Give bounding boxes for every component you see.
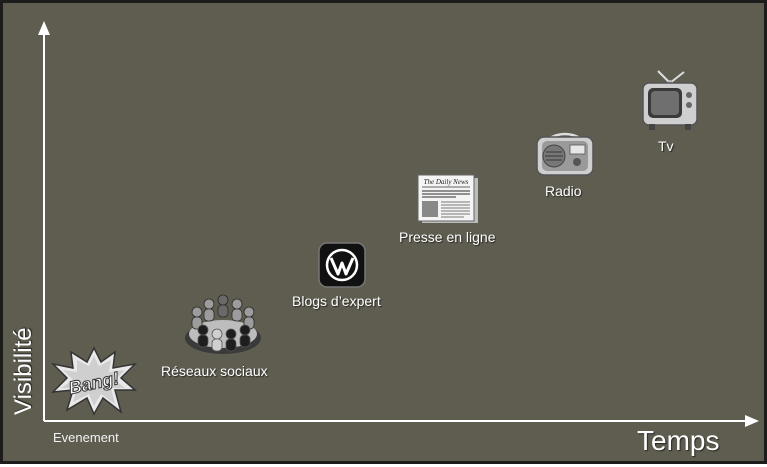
origin-label: Evenement [53, 430, 119, 445]
step-label-radio: Radio [545, 183, 582, 199]
y-axis-title: Visibilité [10, 327, 37, 415]
y-axis-arrow-icon [38, 21, 50, 35]
wordpress-icon [318, 242, 366, 288]
x-axis-title: Temps [637, 425, 720, 456]
step-label-reseaux-sociaux: Réseaux sociaux [161, 363, 268, 379]
newspaper-icon: The Daily News [417, 174, 478, 223]
axes [38, 21, 759, 427]
tv-icon [642, 70, 698, 130]
x-axis-arrow-icon [745, 415, 759, 427]
social-network-crowd-icon [185, 294, 261, 354]
radio-icon [536, 132, 594, 176]
newspaper-masthead: The Daily News [424, 178, 469, 186]
bang-burst-icon: Bang! [51, 346, 137, 416]
step-label-blogs-expert: Blogs d’expert [292, 293, 381, 309]
step-label-presse-en-ligne: Presse en ligne [399, 229, 496, 245]
step-label-tv: Tv [658, 138, 674, 154]
